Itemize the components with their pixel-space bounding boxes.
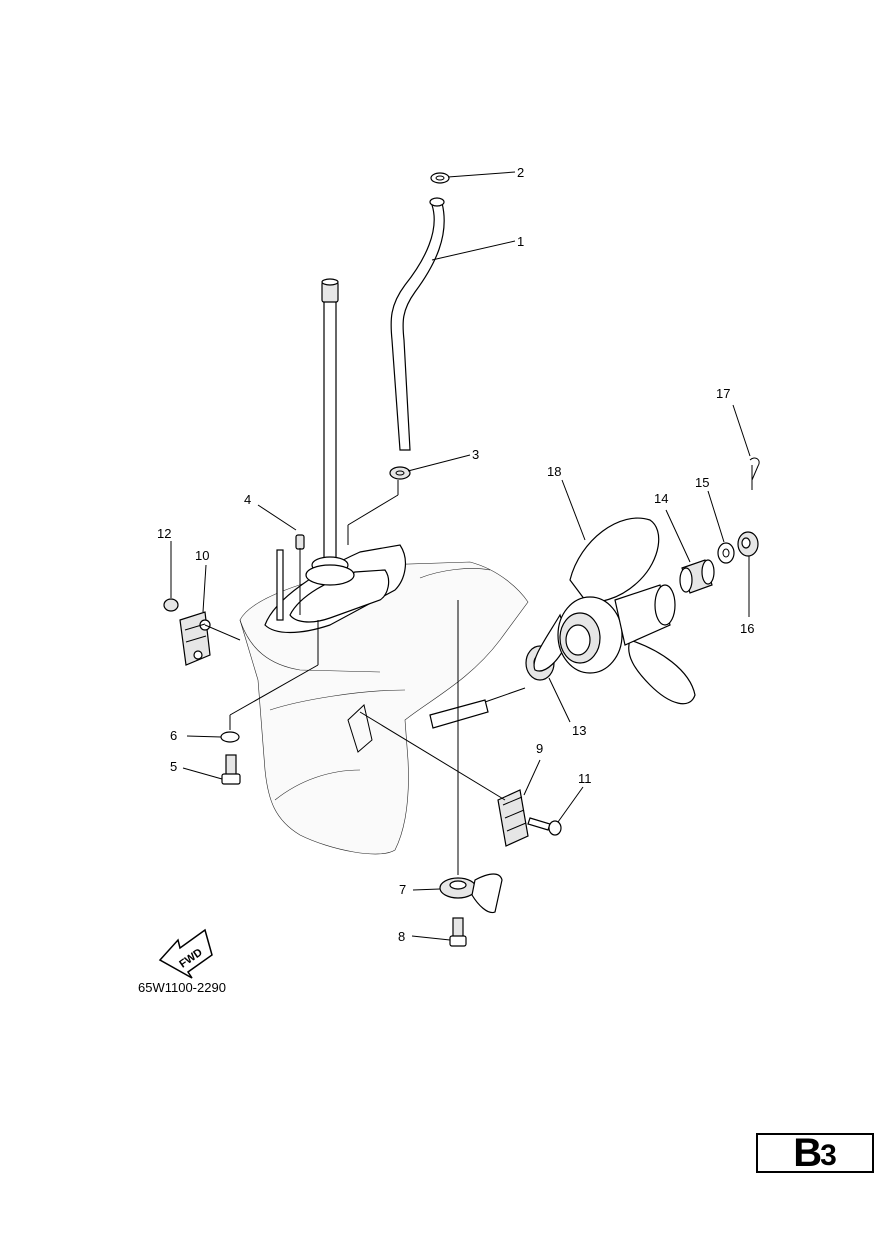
page-label-number: 3 xyxy=(820,1139,837,1172)
cotter-pin-part xyxy=(749,457,760,490)
callout-2: 2 xyxy=(517,165,524,180)
part-number: 65W1100-2290 xyxy=(138,980,226,995)
spacer-part xyxy=(679,559,715,594)
anode-part xyxy=(497,789,529,847)
bolt-part-5 xyxy=(221,754,241,785)
drive-shaft xyxy=(305,278,355,586)
callout-10: 10 xyxy=(195,548,209,563)
callout-11: 11 xyxy=(578,771,592,786)
leader-lines xyxy=(170,171,751,941)
trim-tab-part xyxy=(439,873,503,914)
callout-7: 7 xyxy=(399,882,406,897)
propeller-shaft xyxy=(429,687,526,729)
propeller-part xyxy=(533,517,696,705)
callout-9: 9 xyxy=(536,741,543,756)
dowel-pin-part xyxy=(295,534,305,550)
callout-12: 12 xyxy=(157,526,171,541)
page-label-letter: B xyxy=(793,1130,822,1175)
callout-15: 15 xyxy=(695,475,709,490)
callout-1: 1 xyxy=(517,234,524,249)
callout-4: 4 xyxy=(244,492,251,507)
washer-part-6 xyxy=(220,731,240,743)
castle-nut-part xyxy=(737,531,759,557)
callout-labels: 1 2 3 4 5 6 7 8 9 10 11 12 13 14 15 16 1… xyxy=(157,165,754,944)
callout-18: 18 xyxy=(547,464,561,479)
page-label-box: B 3 xyxy=(756,1130,874,1175)
callout-14: 14 xyxy=(654,491,668,506)
callout-8: 8 xyxy=(398,929,405,944)
callout-13: 13 xyxy=(572,723,586,738)
screw-part-11 xyxy=(527,817,562,836)
grommet-part xyxy=(430,172,450,184)
bolt-part-8 xyxy=(449,917,467,947)
washer-part-15 xyxy=(717,542,735,564)
callout-16: 16 xyxy=(740,621,754,636)
callout-17: 17 xyxy=(716,386,730,401)
nut-part-12 xyxy=(163,598,179,612)
water-tube xyxy=(390,197,445,451)
shift-rod xyxy=(276,549,284,621)
callout-5: 5 xyxy=(170,759,177,774)
fwd-arrow-icon: FWD xyxy=(158,928,213,979)
seal-part xyxy=(389,466,411,480)
lower-unit-housing xyxy=(239,544,529,855)
bracket-part xyxy=(179,611,211,666)
callout-6: 6 xyxy=(170,728,177,743)
callout-3: 3 xyxy=(472,447,479,462)
